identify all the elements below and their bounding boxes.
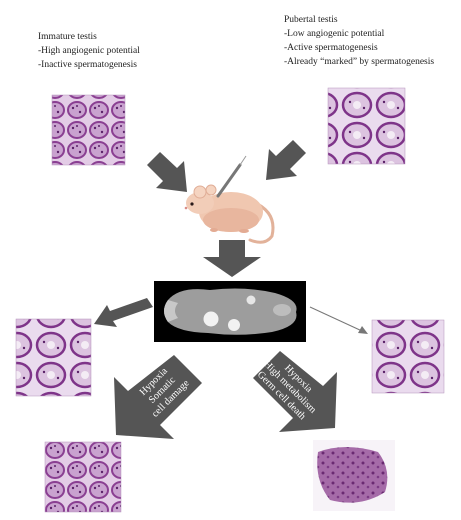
immature-testis-item: -Inactive spermatogenesis <box>38 60 137 70</box>
arrow-scan-to-pubertal-graft <box>309 306 368 334</box>
pubertal-testis-item: -Low angiogenic potential <box>284 29 385 39</box>
mouse-illustration <box>184 184 275 244</box>
immature-testis-title: Immature testis <box>38 32 97 42</box>
immature-graft-histology <box>15 318 92 397</box>
arrow-hypoxia-somatic: Hypoxia Somatic cell damage <box>114 355 202 439</box>
pubertal-testis-note: Pubertal testis -Low angiogenic potentia… <box>284 13 434 69</box>
immature-outcome-histology <box>44 441 122 513</box>
immature-testis-note: Immature testis -High angiogenic potenti… <box>38 30 140 72</box>
arrow-mouse-to-scan <box>203 240 261 277</box>
arrow-hypoxia-metabolism: Hypoxia High metabolism Germ cell death <box>253 351 337 432</box>
pubertal-testis-item: -Active spermatogenesis <box>284 43 378 53</box>
arrow-immature-to-mouse <box>147 152 187 192</box>
pubertal-testis-histology <box>327 87 406 165</box>
pubertal-outcome-histology <box>313 440 395 511</box>
pubertal-testis-title: Pubertal testis <box>284 15 338 25</box>
pubertal-testis-item: -Already “marked” by spermatogenesis <box>284 57 435 67</box>
arrow-pubertal-to-mouse <box>266 140 306 180</box>
syringe-icon <box>216 155 247 198</box>
immature-testis-histology <box>51 94 126 166</box>
pubertal-graft-histology <box>371 319 445 394</box>
fluorescence-scan-image <box>154 281 306 342</box>
arrow-scan-to-immature-graft <box>94 298 153 327</box>
immature-testis-item: -High angiogenic potential <box>38 46 140 56</box>
